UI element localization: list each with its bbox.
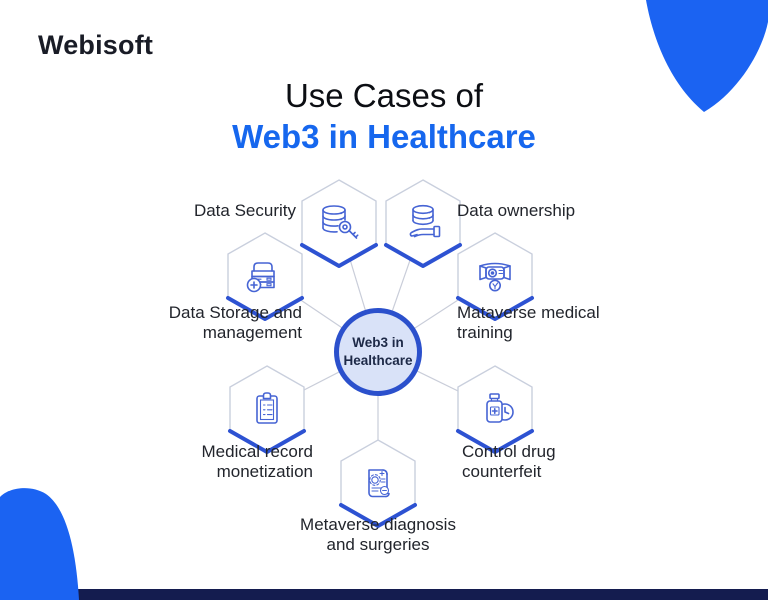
- node-metaverse-diagnosis: [338, 438, 418, 528]
- center-node-web3-healthcare: Web3 in Healthcare: [334, 308, 422, 396]
- hexagon-shape: [300, 179, 378, 268]
- hexagon-shape: [228, 365, 306, 454]
- node-drug-counterfeit: [455, 364, 535, 454]
- vr-headset-icon: [479, 262, 511, 292]
- node-data-storage: [225, 231, 305, 321]
- hexagon-shape: [384, 179, 462, 268]
- medicine-bottle-clock-icon: [486, 393, 514, 423]
- node-data-ownership: [383, 178, 463, 268]
- hexagon-shape: [339, 439, 417, 528]
- clipboard-record-icon: [256, 392, 278, 424]
- node-medical-record: [227, 364, 307, 454]
- label-medical-record: Medical record monetization: [201, 442, 314, 482]
- prescription-scroll-icon: [368, 469, 390, 498]
- label-data-storage: Data Storage and management: [168, 303, 302, 343]
- title-line-1: Use Cases of: [284, 77, 484, 114]
- node-data-security: [299, 178, 379, 268]
- storage-server-icon: [246, 262, 275, 293]
- title-line-2: Web3 in Healthcare: [232, 117, 536, 155]
- database-key-icon: [322, 205, 359, 239]
- label-metaverse-training: Mataverse medical training: [457, 303, 600, 343]
- webisoft-logo: Webisoft: [38, 30, 154, 60]
- label-drug-counterfeit: Control drug counterfeit: [462, 442, 556, 482]
- node-metaverse-training: [455, 231, 535, 321]
- page-title: Use Cases of Web3 in Healthcare: [0, 76, 768, 157]
- label-data-security: Data Security: [193, 201, 296, 220]
- label-data-ownership: Data ownership: [457, 201, 576, 220]
- label-metaverse-diagnosis: Metaverse diagnosis and surgeries: [300, 515, 456, 555]
- database-hand-icon: [409, 204, 441, 238]
